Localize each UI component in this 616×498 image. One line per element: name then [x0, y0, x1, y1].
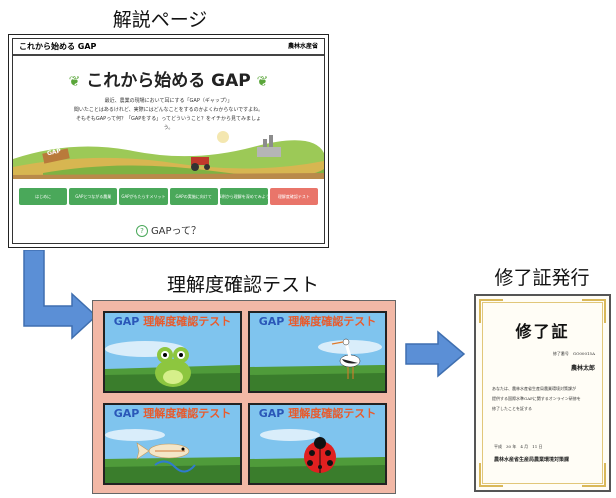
page-header-title: これから始める GAP — [19, 42, 97, 51]
stork-icon — [250, 313, 385, 391]
card-title-gap: GAP — [258, 407, 285, 420]
certificate-issuer: 農林水産省生産局農業環境対策課 — [494, 457, 570, 463]
page-title-text: これから始める GAP — [86, 71, 251, 91]
certificate-body-line: 提供する国際水準GAPに関するオンライン研修を — [492, 396, 581, 401]
sprout-icon: ❦ — [68, 74, 81, 90]
farm-scene-illustration — [13, 131, 324, 179]
test-card-title: GAP 理解度確認テスト — [105, 313, 240, 331]
page-header: これから始める GAP 農林水産省 — [13, 39, 324, 56]
intro-line: 最近、農業の現場において耳にする「GAP（ギャップ）」 — [104, 98, 233, 104]
test-card-title: GAP 理解度確認テスト — [250, 405, 385, 423]
certificate-date: 平成 30 年 4 月 11 日 — [494, 444, 543, 449]
certificate-border — [482, 302, 603, 484]
page-intro: 最近、農業の現場において耳にする「GAP（ギャップ）」 聞いたことはあるけれど、… — [73, 97, 264, 133]
card-title-gap: GAP — [113, 407, 140, 420]
test-panel: GAP 理解度確認テスト GAP 理解度確認テスト — [92, 300, 396, 494]
question-icon: ? — [135, 225, 148, 237]
card-title-gap: GAP — [113, 315, 140, 328]
certificate-body-line: 修了したことを証する — [492, 406, 532, 411]
card-title-rest: 理解度確認テスト — [288, 315, 377, 328]
certificate-body-line: あなたは、農林水産省生産局農業環境対策課が — [492, 386, 576, 391]
page-title: ❦ これから始める GAP ❦ — [13, 66, 324, 91]
card-title-gap: GAP — [258, 315, 285, 328]
test-card-fish[interactable]: GAP 理解度確認テスト — [103, 403, 242, 485]
page-nav: はじめに GAPとつながる農業 GAPがもたらすメリット GAPの実施に向けて … — [19, 188, 319, 205]
card-title-rest: 理解度確認テスト — [288, 407, 377, 420]
corner-ornament — [582, 299, 606, 323]
explanation-page-label: 解説ページ — [112, 9, 208, 31]
fish-icon — [105, 405, 240, 483]
explanation-page-screenshot: これから始める GAP 農林水産省 ❦ これから始める GAP ❦ 最近、農業の… — [12, 38, 325, 244]
certificate-number: 修了番号 GO00015A — [552, 351, 595, 356]
corner-ornament — [582, 463, 606, 487]
card-title-rest: 理解度確認テスト — [143, 315, 232, 328]
corner-ornament — [479, 463, 503, 487]
sprout-icon: ❦ — [256, 74, 269, 90]
nav-item-intro[interactable]: はじめに — [19, 188, 68, 205]
nav-item-cases[interactable]: 事例から理解を深めてみよう — [219, 188, 268, 205]
nav-item-farming[interactable]: GAPとつながる農業 — [69, 188, 118, 205]
gap-question-link[interactable]: ?GAPって？ — [13, 222, 324, 237]
ministry-logo: 農林水産省 — [287, 43, 318, 50]
test-card-title: GAP 理解度確認テスト — [105, 405, 240, 423]
gap-question-text: GAPって？ — [150, 226, 202, 237]
nav-item-test[interactable]: 理解度確認テスト — [269, 188, 319, 205]
test-card-frog[interactable]: GAP 理解度確認テスト — [103, 311, 242, 393]
ladybug-icon — [250, 405, 385, 483]
certificate: 修了証 修了番号 GO00015A 農林太郎 あなたは、農林水産省生産局農業環境… — [474, 294, 611, 492]
card-title-rest: 理解度確認テスト — [143, 407, 232, 420]
nav-item-merit[interactable]: GAPがもたらすメリット — [119, 188, 168, 205]
certificate-title: 修了証 — [515, 322, 570, 341]
certificate-name: 農林太郎 — [570, 365, 595, 372]
corner-ornament — [479, 299, 503, 323]
intro-line: そもそもGAPって何？「GAPをする」ってどういうこと？をイチから見てみましょう… — [75, 116, 262, 131]
flow-arrow-right — [405, 330, 466, 378]
test-card-ladybug[interactable]: GAP 理解度確認テスト — [248, 403, 387, 485]
nav-item-implementation[interactable]: GAPの実施に向けて — [169, 188, 218, 205]
frog-icon — [105, 313, 240, 391]
test-label: 理解度確認テスト — [166, 274, 319, 296]
certificate-body: あなたは、農林水産省生産局農業環境対策課が 提供する国際水準GAPに関するオンラ… — [492, 384, 597, 414]
test-card-stork[interactable]: GAP 理解度確認テスト — [248, 311, 387, 393]
flow-arrow-down-right — [23, 250, 98, 340]
test-card-title: GAP 理解度確認テスト — [250, 313, 385, 331]
certificate-label: 修了証発行 — [494, 267, 590, 289]
intro-line: 聞いたことはあるけれど、実際にはどんなことをするのかよくわからないですよね。 — [73, 107, 264, 113]
